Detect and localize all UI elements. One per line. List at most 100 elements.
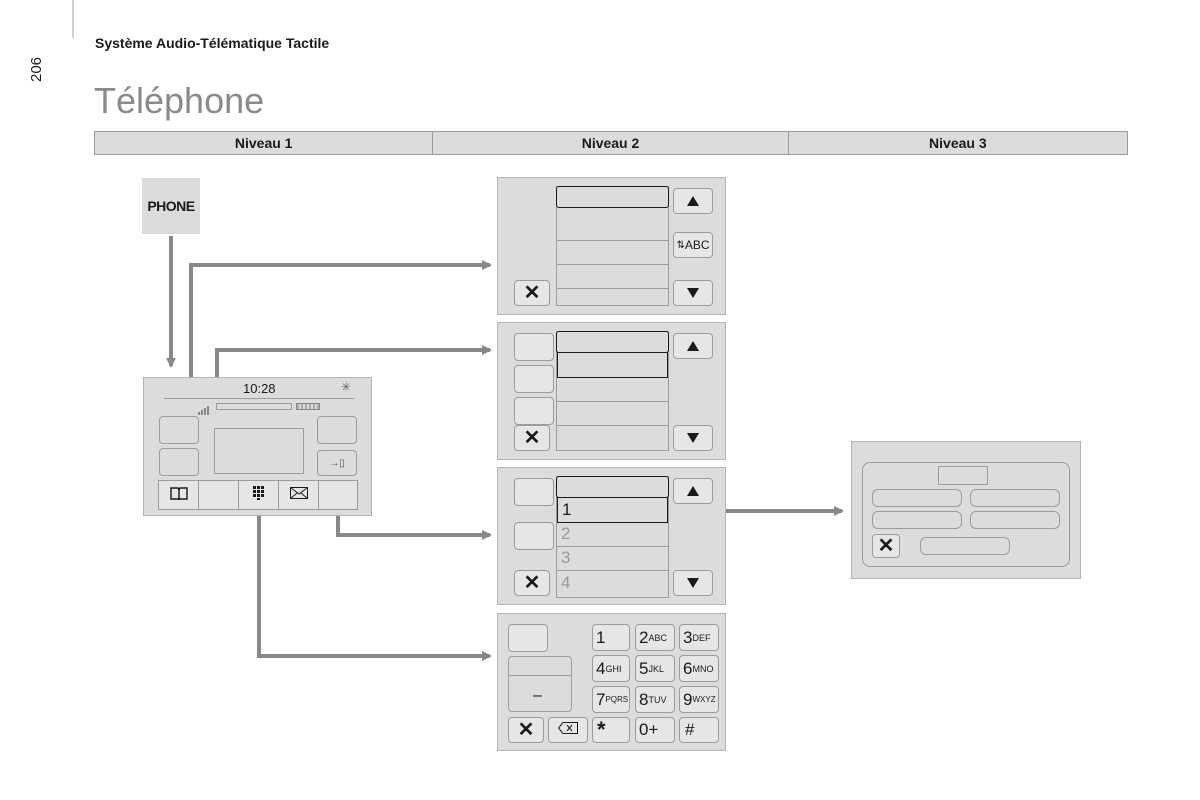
messages-button[interactable] [279,481,319,509]
keypad-icon [253,485,264,505]
level-3-label: Niveau 3 [929,135,987,151]
list-item[interactable] [557,378,668,402]
message-envelope-icon [289,486,308,504]
favorites-list [556,331,669,451]
phone-key[interactable]: PHONE [142,178,200,234]
side-button-1[interactable] [514,333,554,361]
contacts-button[interactable] [159,481,199,509]
key-hash[interactable]: # [679,717,719,743]
key-9-letters: WXYZ [692,695,716,704]
list-item[interactable] [556,331,669,353]
key-1-digit: 1 [596,627,606,647]
scroll-up-button[interactable] [673,333,713,359]
list-item[interactable] [557,352,668,378]
sort-arrows-icon: ⇅ [676,239,685,251]
calls-log-button[interactable] [319,481,357,509]
list-item[interactable] [557,402,668,426]
option-button-1[interactable] [872,489,962,507]
option-button-5[interactable] [920,537,1010,555]
list-item[interactable]: 1 [557,497,668,523]
list-item[interactable] [557,241,668,265]
scroll-down-button[interactable] [673,425,713,451]
number-divider [509,675,571,676]
arrow-keypad-to-dial [257,490,492,661]
clock-time: 10:28 [243,381,276,396]
close-icon: ✕ [517,719,535,741]
list-item[interactable]: 3 [557,547,668,571]
arrow-up-icon [687,196,699,206]
key-6-letters: MNO [692,663,714,674]
contact-detail-screen: ✕ [851,441,1081,579]
call-log-screen: 1 2 3 4 ✕ [497,467,726,605]
sort-abc-label: ABC [684,238,710,252]
option-button-2[interactable] [970,489,1060,507]
arrow-down-icon [687,288,699,298]
close-button[interactable]: ✕ [514,570,550,596]
scroll-down-button[interactable] [673,570,713,596]
key-5-letters: JKL [648,663,664,674]
backspace-button[interactable] [548,717,588,743]
main-right-button-1[interactable] [317,416,357,444]
scroll-down-button[interactable] [673,280,713,306]
key-3-digit: 3 [683,627,693,647]
side-button-2[interactable] [514,365,554,393]
side-button-2[interactable] [514,522,554,550]
detail-title-box [938,466,988,485]
arrow-up-icon [687,486,699,496]
dial-side-button[interactable] [508,624,548,652]
side-button-3[interactable] [514,397,554,425]
key-star-label: * [597,717,606,742]
sort-abc-button[interactable]: ⇅ABC [673,232,713,258]
backspace-icon [557,721,578,739]
option-button-4[interactable] [970,511,1060,529]
signal-icon [198,402,212,415]
scroll-up-button[interactable] [673,478,713,504]
list-header [556,476,669,498]
key-7-digit: 7 [596,689,606,709]
call-log-list: 1 2 3 4 [556,476,669,598]
main-display-area [214,428,304,474]
arrow-down-icon [687,578,699,588]
close-button[interactable]: ✕ [514,425,550,451]
key-hash-label: # [685,720,695,739]
scroll-up-button[interactable] [673,188,713,214]
key-1[interactable]: 1 [592,624,630,651]
key-8-letters: TUV [648,694,667,705]
contacts-list-screen: ⇅ABC ✕ [497,177,726,315]
detail-frame [862,462,1070,567]
transfer-call-button[interactable]: →▯ [317,450,357,476]
close-button[interactable]: ✕ [508,717,544,743]
key-0[interactable]: 0+ [635,717,675,743]
option-button-3[interactable] [872,511,962,529]
list-item[interactable] [556,186,669,208]
side-button-1[interactable] [514,478,554,506]
list-item[interactable] [557,265,668,289]
list-item[interactable]: 2 [557,523,668,547]
favorites-screen: ✕ [497,322,726,460]
list-item[interactable] [557,217,668,241]
close-button[interactable]: ✕ [872,534,900,558]
battery-icon [296,403,320,410]
close-button[interactable]: ✕ [514,280,550,306]
close-icon: ✕ [877,535,895,557]
key-3-letters: DEF [692,632,711,643]
close-icon: ✕ [523,572,541,594]
main-left-button-2[interactable] [159,448,199,476]
list-item[interactable]: 4 [561,573,571,592]
key-star[interactable]: * [592,717,630,743]
keypad-button[interactable] [239,481,279,509]
bottom-blank-button[interactable] [199,481,239,509]
close-icon: ✕ [523,282,541,304]
contacts-book-icon [169,486,188,505]
main-left-button-1[interactable] [159,416,199,444]
close-icon: ✕ [523,427,541,449]
